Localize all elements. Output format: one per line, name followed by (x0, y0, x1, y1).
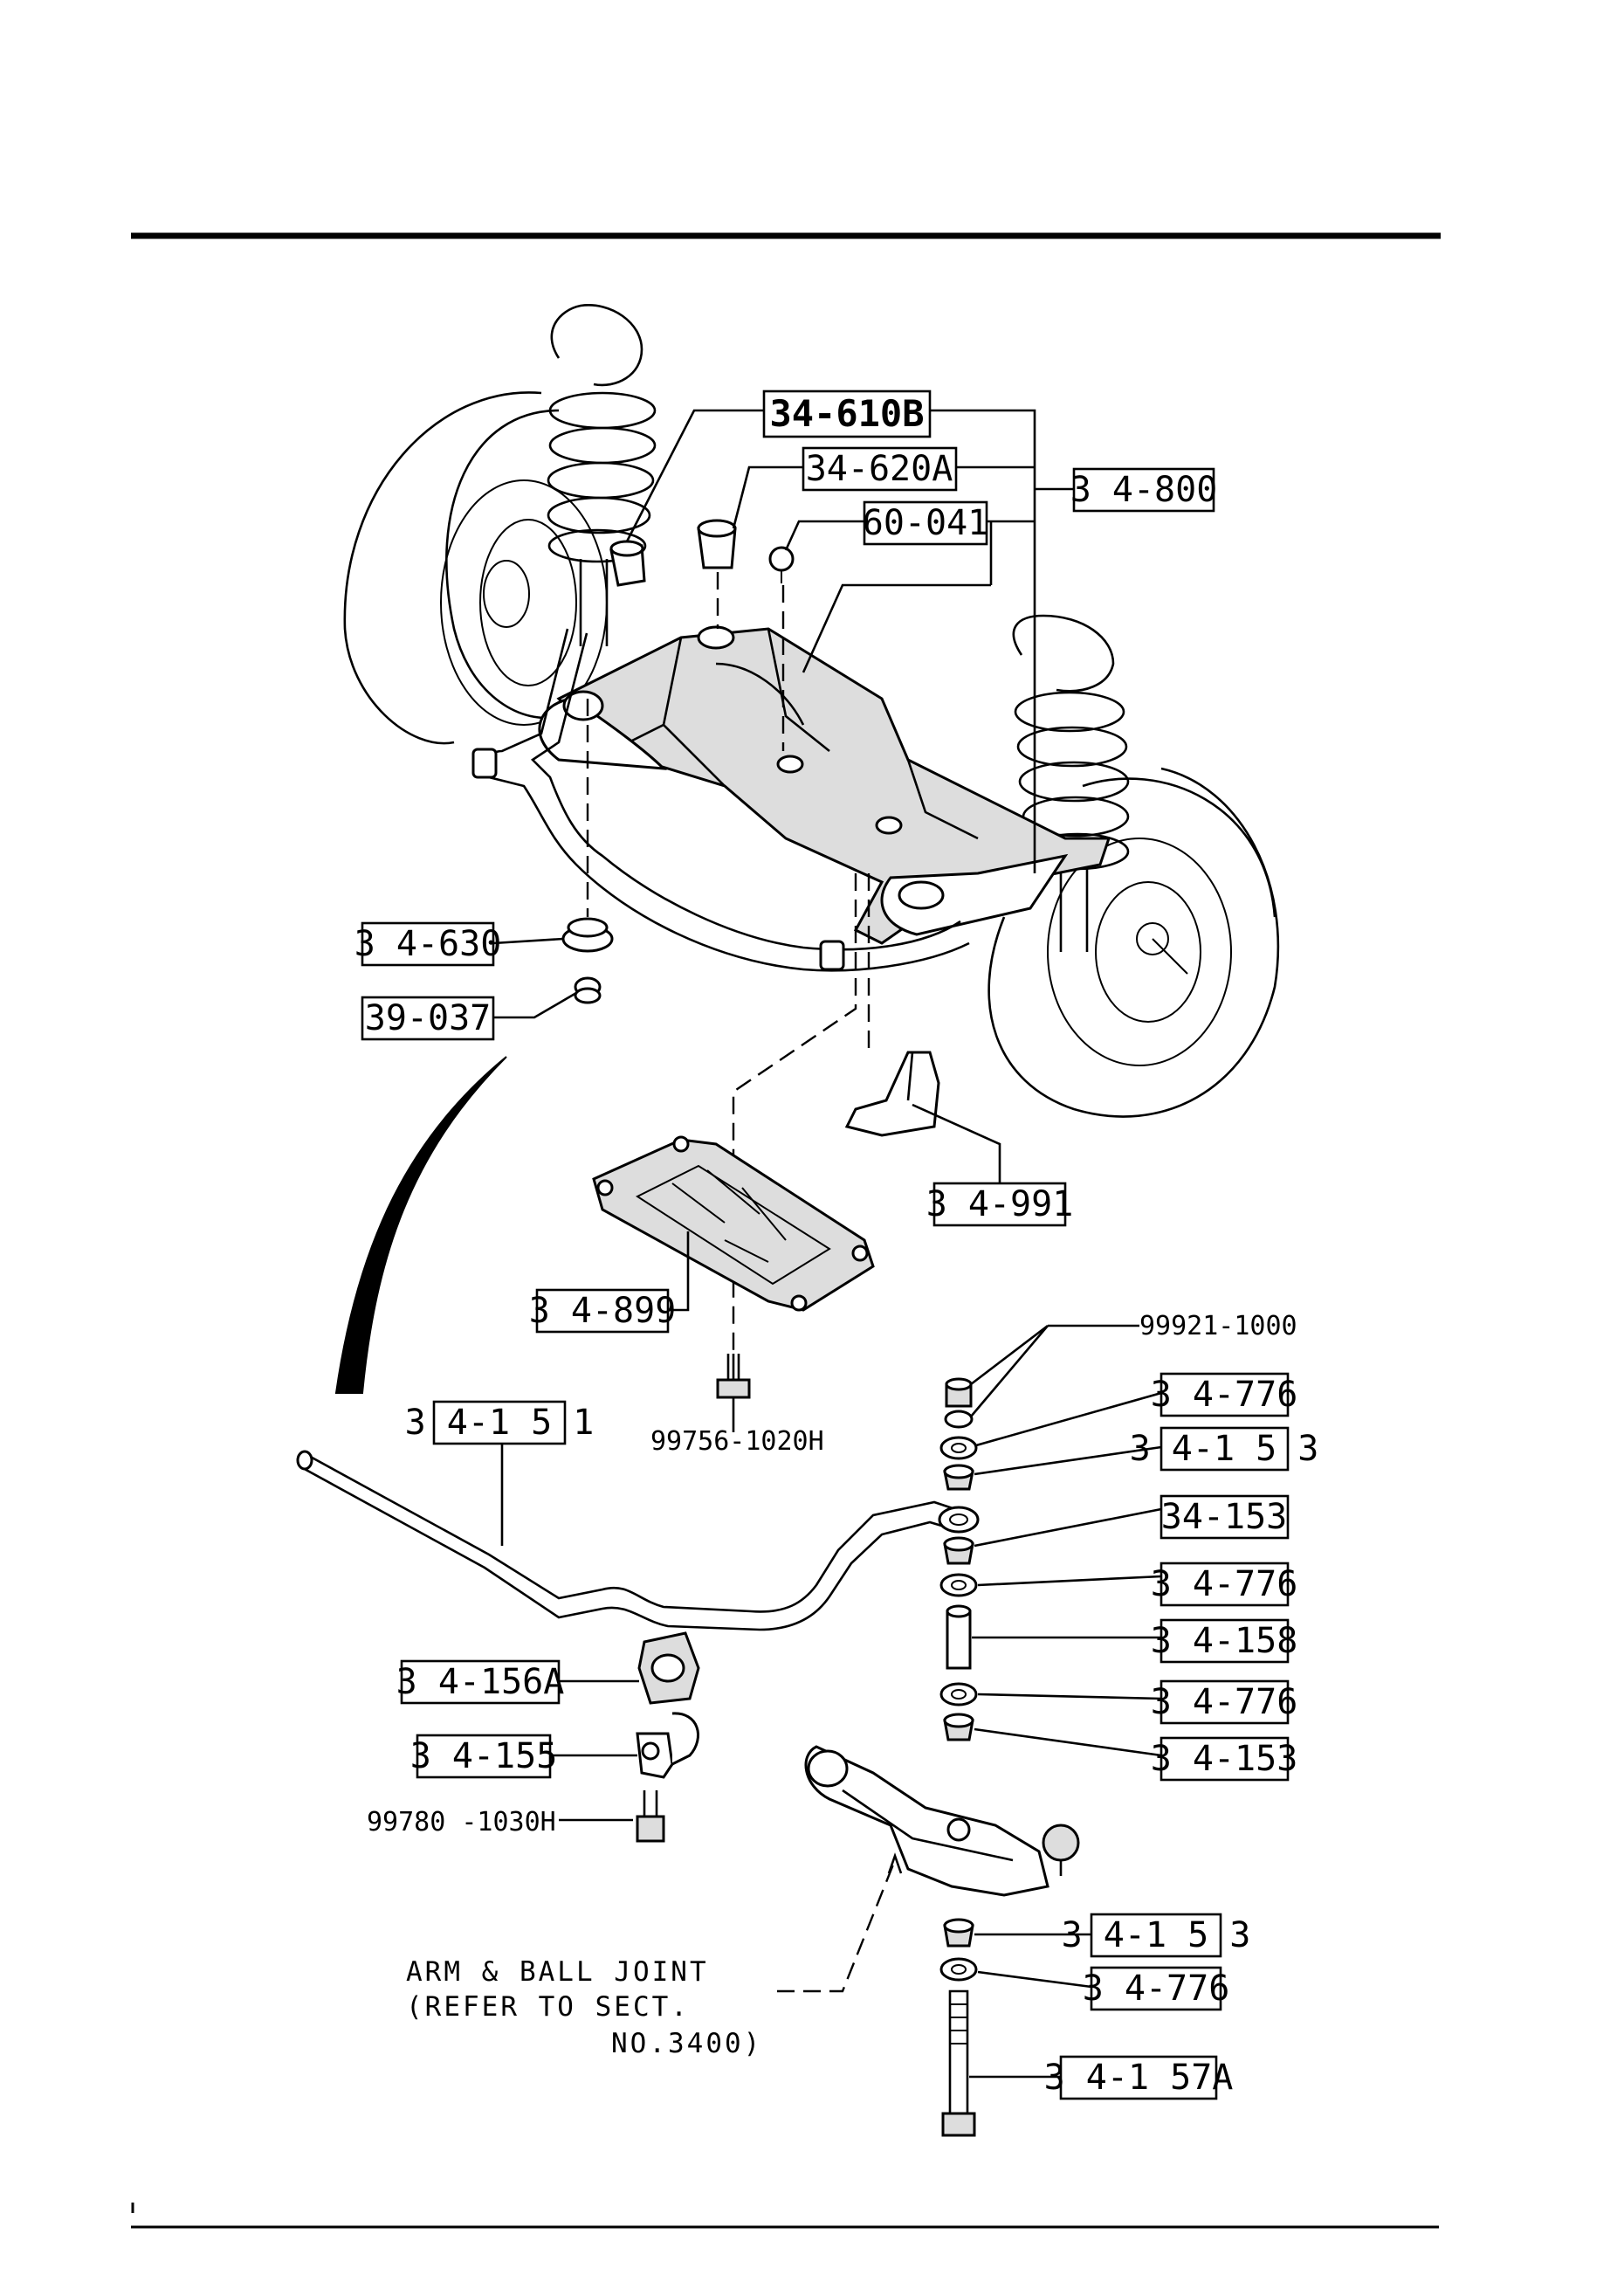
label-34-153-2: 34-153 (1160, 1494, 1290, 1540)
label-text: 34-620A (806, 449, 953, 489)
label-34-157a: 3 4-1 57A (1044, 2055, 1234, 2100)
label-text: 3 4-1 5 3 (1130, 1429, 1319, 1469)
label-34-610b: 34-610B (762, 390, 932, 438)
mount-insulator (561, 917, 614, 953)
stabilizer-bar-installed (471, 628, 970, 972)
label-34-620a: 34-620A (802, 446, 958, 492)
label-34-155: 3 4-155 (410, 1734, 558, 1779)
label-text: 3 4-630 (354, 924, 502, 964)
top-bushings (609, 519, 795, 587)
lower-control-arm (804, 1745, 1080, 1897)
label-text: 34-610B (769, 392, 924, 435)
label-34-153-1: 3 4-1 5 3 (1130, 1426, 1319, 1472)
label-34-991: 3 4-991 (926, 1182, 1074, 1227)
label-text: 3 4-158 (1151, 1621, 1298, 1661)
label-60-041: 60-041 (863, 500, 989, 546)
label-34-153-3: 3 4-153 (1151, 1736, 1298, 1782)
label-34-156a: 3 4-156A (396, 1659, 565, 1705)
label-34-630: 3 4-630 (354, 921, 502, 967)
right-lower-arm (880, 853, 1069, 936)
label-text: 3 4-776 (1151, 1682, 1298, 1722)
label-text: 3 4-776 (1151, 1564, 1298, 1604)
stabilizer-bracket (636, 1712, 699, 1779)
stabilizer-bushing (637, 1631, 700, 1705)
label-text: 3 4-156A (396, 1662, 565, 1702)
label-text: 3 4-1 57A (1044, 2058, 1234, 2098)
label-text: 34-153 (1161, 1497, 1288, 1537)
link-hardware-stack (939, 1377, 978, 1741)
label-34-158: 3 4-158 (1151, 1618, 1298, 1664)
note-line-1: ARM & BALL JOINT (406, 1956, 709, 1988)
skid-plate-899 (592, 1135, 875, 1312)
label-text: 3 4-991 (926, 1184, 1074, 1224)
mount-nut (574, 976, 602, 1004)
label-34-776-3: 3 4-776 (1151, 1679, 1298, 1725)
label-text: 3 4-155 (410, 1736, 558, 1776)
bolt-99756 (716, 1354, 751, 1410)
right-coil-spring (1012, 614, 1130, 952)
right-wheel-assembly (987, 767, 1280, 1118)
label-text: 3 4-776 (1083, 1968, 1230, 2009)
label-text: 3 4-153 (1151, 1739, 1298, 1779)
left-wheel-assembly (343, 391, 608, 745)
label-text: 60-041 (863, 503, 989, 543)
direction-arc (334, 1056, 507, 1394)
note-line-3: NO.3400) (611, 2028, 762, 2059)
stabilizer-bar-exploded (296, 1450, 980, 1631)
clamp-bolt (636, 1790, 665, 1843)
label-34-153-4: 3 4-1 5 3 (1062, 1913, 1251, 1958)
dash-899 (732, 873, 857, 1354)
label-34-776-4: 3 4-776 (1083, 1966, 1230, 2011)
label-text: 3 4-800 (1070, 470, 1218, 510)
label-39-037: 39-037 (361, 996, 495, 1041)
label-34-800: 3 4-800 (1070, 467, 1218, 513)
label-text: 3 4-899 (529, 1291, 677, 1331)
label-34-776-1: 3 4-776 (1151, 1372, 1298, 1417)
label-text: 3 4-1 5 1 (405, 1403, 595, 1443)
left-coil-spring (547, 304, 657, 646)
part-number-99780: 99780 -1030H (367, 1807, 556, 1837)
long-bolt-157a (941, 1989, 976, 2137)
label-34-776-2: 3 4-776 (1151, 1562, 1298, 1607)
bracket-991 (844, 1051, 940, 1137)
lower-hardware-stack (939, 1918, 978, 1982)
part-number-99921: 99921-1000 (1139, 1311, 1297, 1341)
label-34-151: 3 4-1 5 1 (405, 1400, 595, 1445)
label-text: 3 4-776 (1151, 1375, 1298, 1415)
label-text: 3 4-1 5 3 (1062, 1915, 1251, 1955)
leader-lines (492, 409, 1162, 2079)
label-text: 39-037 (365, 998, 492, 1038)
part-number-99756: 99756-1020H (650, 1426, 824, 1457)
label-34-899: 3 4-899 (529, 1288, 677, 1334)
note-line-2: (REFER TO SECT. (406, 1991, 690, 2023)
